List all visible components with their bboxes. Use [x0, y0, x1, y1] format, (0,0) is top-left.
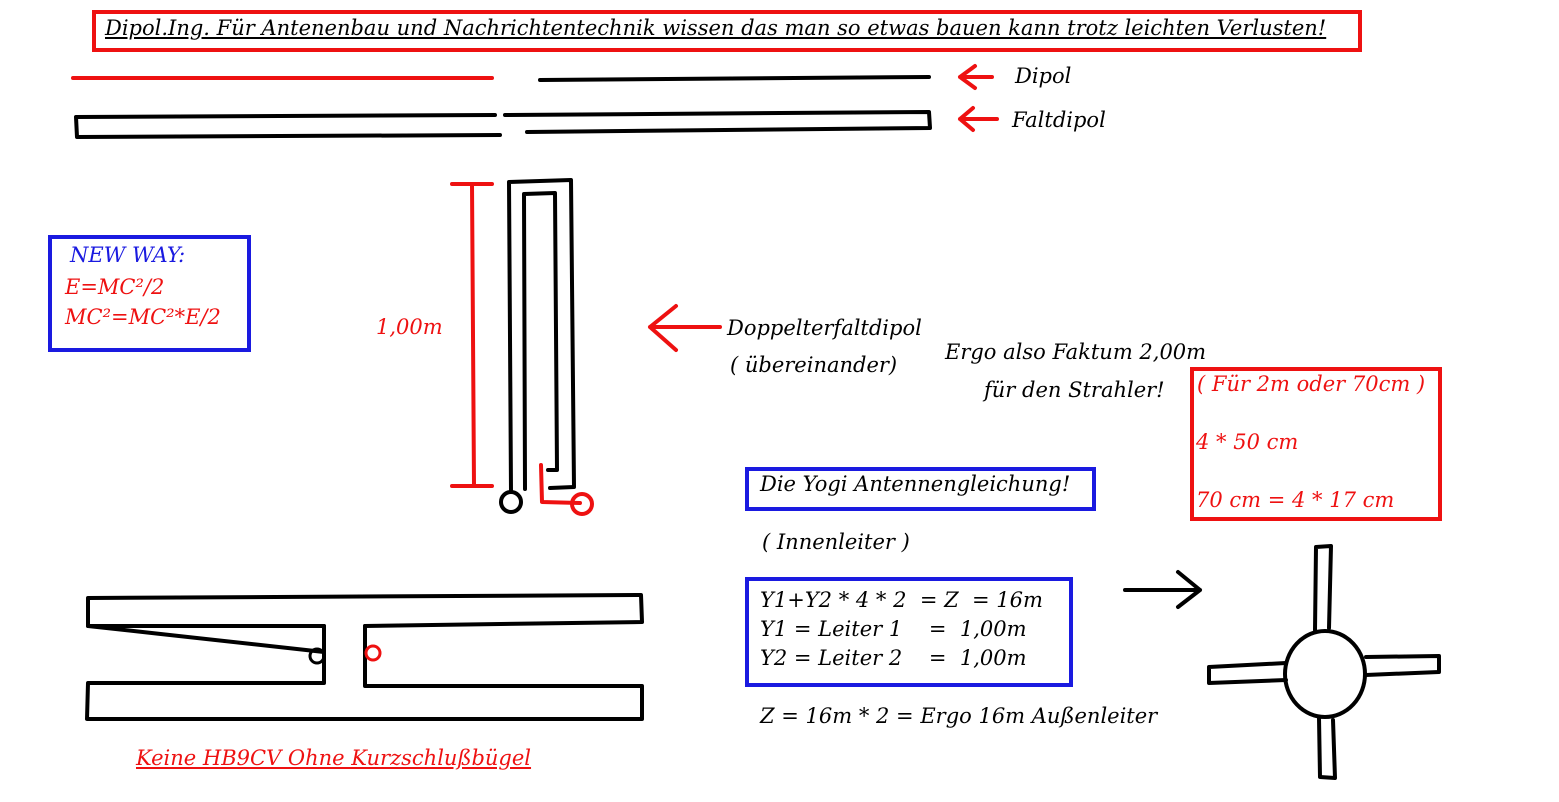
yogi-box: [745, 467, 1096, 511]
label-uebereinander: ( übereinander): [730, 353, 898, 377]
freq-line3: 70 cm = 4 * 17 cm: [1196, 488, 1395, 512]
arrow-doppelterfaltdipol-icon: [648, 304, 722, 352]
frequency-box: [1190, 367, 1442, 521]
freq-line1: ( Für 2m oder 70cm ): [1197, 372, 1426, 396]
arrow-dipol-icon: [958, 64, 994, 90]
cross-element-top: [1313, 544, 1333, 632]
arrow-faltdipol-icon: [958, 106, 999, 132]
equations-box: [745, 577, 1073, 687]
dipol-right-element: [538, 75, 931, 82]
feed-point-red-icon: [570, 492, 594, 516]
yogi-title: Die Yogi Antennengleichung!: [760, 472, 1071, 496]
h-antenna-bottom-left: [85, 624, 644, 721]
label-aussenleiter: Z = 16m * 2 = Ergo 16m Außenleiter: [760, 704, 1158, 728]
faltdipol-left-element: [74, 113, 502, 139]
label-hb9cv: Keine HB9CV Ohne Kurzschlußbügel: [136, 746, 532, 770]
new-way-line2: MC²=MC²*E/2: [65, 305, 221, 329]
label-length: 1,00m: [376, 315, 443, 339]
label-strahler: für den Strahler!: [984, 378, 1165, 402]
faltdipol-right-element: [503, 110, 932, 134]
label-doppelterfaltdipol: Doppelterfaltdipol: [727, 316, 922, 340]
equation-line3: Y2 = Leiter 2 = 1,00m: [760, 646, 1027, 670]
new-way-heading: NEW WAY:: [70, 243, 186, 267]
feed-point-black-icon: [499, 490, 523, 514]
feed-line-red: [539, 463, 582, 505]
doppelterfaltdipol-outer: [507, 178, 576, 494]
doppelterfaltdipol-inner: [522, 191, 559, 491]
h-feed-red-icon: [364, 644, 382, 662]
new-way-line1: E=MC²/2: [65, 275, 165, 299]
cross-element-left: [1207, 661, 1288, 685]
title-box: [92, 10, 1362, 52]
label-innenleiter: ( Innenleiter ): [762, 530, 910, 554]
length-bar: [450, 182, 494, 488]
page-title: Dipol.Ing. Für Antenenbau und Nachrichte…: [105, 16, 1327, 40]
equation-line1: Y1+Y2 * 4 * 2 = Z = 16m: [760, 588, 1043, 612]
cross-element-right: [1364, 654, 1441, 677]
label-dipol: Dipol: [1015, 64, 1072, 88]
freq-line2: 4 * 50 cm: [1196, 430, 1299, 454]
cross-hub-circle: [1283, 629, 1367, 719]
arrow-cross-antenna-icon: [1123, 570, 1202, 609]
equation-line2: Y1 = Leiter 1 = 1,00m: [760, 617, 1027, 641]
new-way-box: [48, 235, 251, 352]
label-ergo-faktum: Ergo also Faktum 2,00m: [945, 340, 1207, 364]
cross-element-bottom: [1317, 716, 1337, 780]
h-feed-black-icon: [308, 647, 326, 665]
label-faltdipol: Faltdipol: [1012, 108, 1106, 132]
